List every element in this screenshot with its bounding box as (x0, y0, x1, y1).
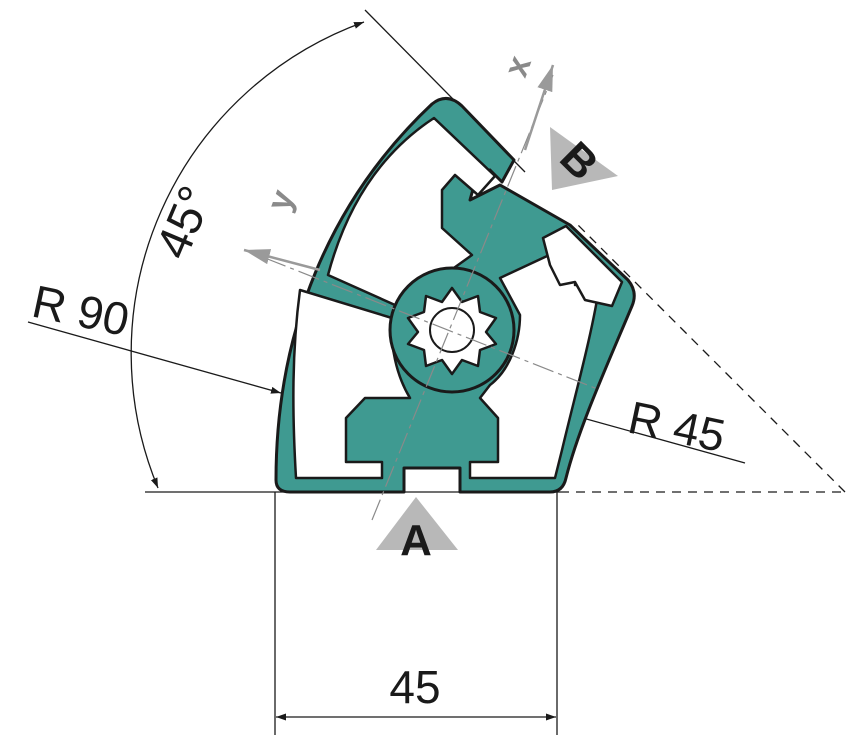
center-core (429, 307, 475, 353)
angle-dimension-arc (130, 21, 365, 489)
y-axis-centerline (264, 257, 601, 391)
view-a-triangle (376, 497, 458, 550)
chamber-upper-left (326, 116, 497, 307)
inner-radius-leader (571, 414, 746, 464)
y-axis-arrow (243, 248, 321, 272)
view-a-label: A (400, 516, 432, 565)
y-axis-label: y (260, 185, 302, 216)
inner-radius-label: R 45 (624, 391, 730, 462)
t-slot-upper-right (541, 224, 624, 308)
view-b-triangle (550, 127, 618, 190)
x-axis-centerline (371, 74, 554, 521)
aluminum-profile (274, 97, 636, 494)
axis-lines (264, 74, 601, 521)
width-label: 45 (389, 661, 440, 713)
angle-label: 45° (146, 179, 223, 267)
outer-radius-leader (27, 321, 282, 394)
x-axis-label: x (497, 51, 539, 82)
x-axis-arrow (523, 64, 555, 151)
outer-radius-label: R 90 (28, 275, 134, 346)
